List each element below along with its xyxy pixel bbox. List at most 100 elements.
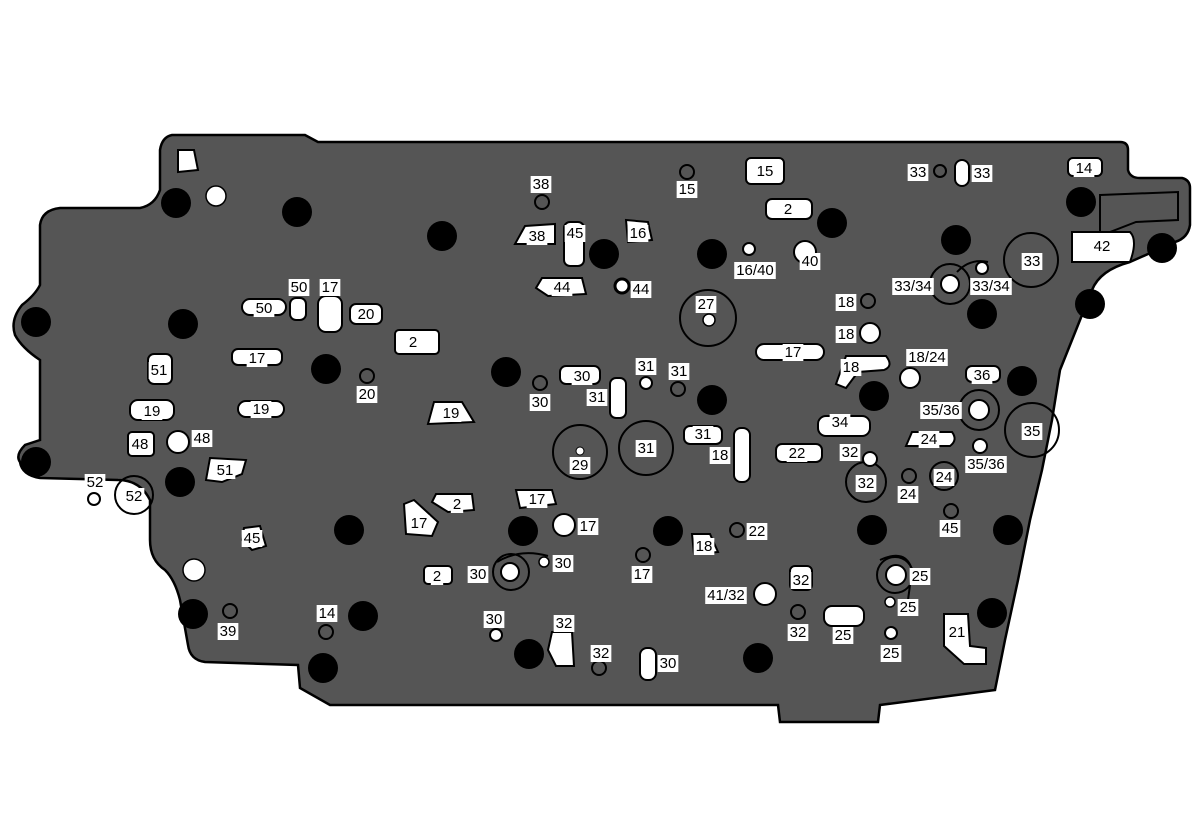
- callout-label-bg: [786, 445, 808, 462]
- callout-label-bg: [288, 279, 310, 296]
- callout-label: 33: [974, 165, 991, 182]
- callout-label: 17: [634, 566, 651, 583]
- callout-label: 30: [555, 555, 572, 572]
- callout-label-bg: [253, 300, 275, 317]
- callout-label: 33/34: [972, 278, 1010, 295]
- callout-label: 17: [411, 515, 428, 532]
- callout-label-bg: [907, 164, 929, 181]
- port: [552, 513, 576, 537]
- callout-label-bg: [1021, 423, 1043, 440]
- callout-label: 2: [409, 334, 417, 351]
- bolt-hole: [514, 639, 544, 669]
- callout-label-bg: [734, 262, 776, 279]
- bolt-hole: [589, 239, 619, 269]
- slot: [954, 159, 970, 187]
- port: [885, 564, 907, 586]
- callout-label-bg: [635, 358, 657, 375]
- callout-label: 29: [572, 457, 589, 474]
- callout-label: 51: [217, 462, 234, 479]
- callout-label-bg: [356, 386, 378, 403]
- callout-label-bg: [705, 587, 747, 604]
- callout-label-bg: [590, 645, 612, 662]
- orifice: [901, 468, 917, 484]
- callout-label: 18: [696, 538, 713, 555]
- callout-label: 25: [912, 568, 929, 585]
- orifice: [575, 446, 585, 456]
- callout-label-bg: [746, 523, 768, 540]
- callout-label: 31: [638, 440, 655, 457]
- bolt-hole: [165, 467, 195, 497]
- callout-label: 30: [470, 566, 487, 583]
- callout-label: 45: [567, 225, 584, 242]
- callout-label-bg: [564, 225, 586, 242]
- passage-slots: [87, 149, 1179, 681]
- callout-label: 32: [556, 615, 573, 632]
- callout-label-bg: [571, 368, 593, 385]
- callout-label-bg: [939, 520, 961, 537]
- callout-label: 19: [144, 403, 161, 420]
- plate-body: [12, 133, 1192, 724]
- port: [899, 367, 921, 389]
- callout-label: 31: [638, 358, 655, 375]
- callout-label-bg: [1091, 238, 1113, 255]
- callout-label: 35/36: [967, 456, 1005, 473]
- callout-label-bg: [781, 201, 795, 218]
- callout-label: 33: [1024, 253, 1041, 270]
- port: [742, 242, 756, 256]
- bolt-hole: [508, 516, 538, 546]
- callout-label: 31: [695, 426, 712, 443]
- callout-label-bg: [141, 403, 163, 420]
- callout-label: 17: [249, 350, 266, 367]
- callout-label-bg: [909, 568, 931, 585]
- callout-label-bg: [971, 367, 993, 384]
- orifice: [635, 547, 651, 563]
- callout-label-bg: [577, 518, 599, 535]
- callout-label-bg: [450, 496, 464, 513]
- callout-label-bg: [483, 611, 505, 628]
- callout-label-bg: [790, 572, 812, 589]
- callout-label-bg: [835, 326, 857, 343]
- orifice: [679, 164, 695, 180]
- bolt-hole: [1075, 289, 1105, 319]
- callout-label: 20: [359, 386, 376, 403]
- callout-label-bg: [440, 405, 462, 422]
- bolt-hole: [1147, 233, 1177, 263]
- bolt-hole: [977, 598, 1007, 628]
- callout-label: 32: [858, 475, 875, 492]
- callout-label: 38: [533, 176, 550, 193]
- callout-label-bg: [551, 279, 573, 296]
- orifice: [670, 381, 686, 397]
- port: [975, 261, 989, 275]
- callout-label-bg: [829, 414, 851, 431]
- port: [639, 376, 653, 390]
- callout-label: 17: [529, 491, 546, 508]
- callout-label-bg: [246, 350, 268, 367]
- callout-label: 32: [790, 624, 807, 641]
- callout-label: 24: [936, 469, 953, 486]
- callout-label: 38: [529, 228, 546, 245]
- slot: [639, 647, 657, 681]
- callout-label: 51: [151, 362, 168, 379]
- port: [940, 274, 960, 294]
- callout-label-bg: [920, 402, 962, 419]
- callout-label-bg: [832, 627, 854, 644]
- callout-label-bg: [526, 491, 548, 508]
- orifice: [318, 624, 334, 640]
- callout-label: 50: [291, 279, 308, 296]
- callout-label: 17: [322, 279, 339, 296]
- bolt-hole: [178, 599, 208, 629]
- callout-label: 22: [789, 445, 806, 462]
- callout-label-bg: [799, 253, 821, 270]
- orifice: [534, 194, 550, 210]
- bolt-hole: [168, 309, 198, 339]
- ring: [679, 289, 737, 347]
- slot: [733, 427, 751, 483]
- orifice: [860, 293, 876, 309]
- bolt-hole: [743, 643, 773, 673]
- callout-label-bg: [250, 401, 272, 418]
- orifice: [943, 503, 959, 519]
- orifice: [933, 164, 947, 178]
- callout-label-bg: [630, 281, 652, 298]
